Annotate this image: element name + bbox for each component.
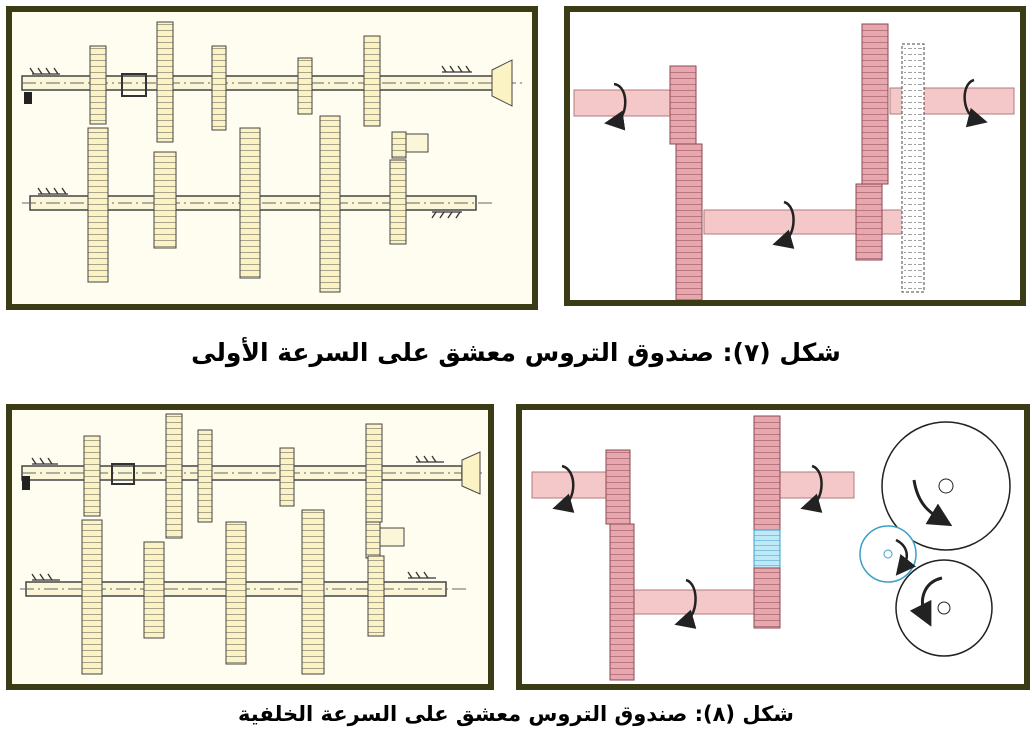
rotation-arrow-icon [604, 82, 627, 131]
rotation-arrow-icon [552, 464, 575, 513]
rotation-arrow-icon [772, 200, 795, 249]
fig8-drawing-svg [20, 413, 482, 675]
fig7-drawing-svg [21, 21, 522, 293]
rotation-arrow-icon [674, 578, 697, 629]
fig8-gearbox-drawing [6, 404, 494, 690]
fig8-schematic [516, 404, 1030, 690]
fig7-schematic-svg [573, 23, 1015, 300]
rotation-arrow-icon [963, 78, 988, 128]
bevel-gear-icon [491, 59, 513, 107]
fig8-schematic-svg [531, 415, 1011, 681]
fig7-gearbox-drawing [6, 6, 538, 310]
rotation-arrow-icon [800, 464, 823, 513]
figure-8-caption: شكل (٨): صندوق التروس معشق على السرعة ال… [238, 702, 794, 726]
bevel-gear-icon [461, 451, 481, 495]
fig7-schematic [564, 6, 1026, 306]
figure-7-caption: شكل (٧): صندوق التروس معشق على السرعة ال… [191, 338, 841, 367]
bearing-hatch-icon [29, 65, 472, 75]
